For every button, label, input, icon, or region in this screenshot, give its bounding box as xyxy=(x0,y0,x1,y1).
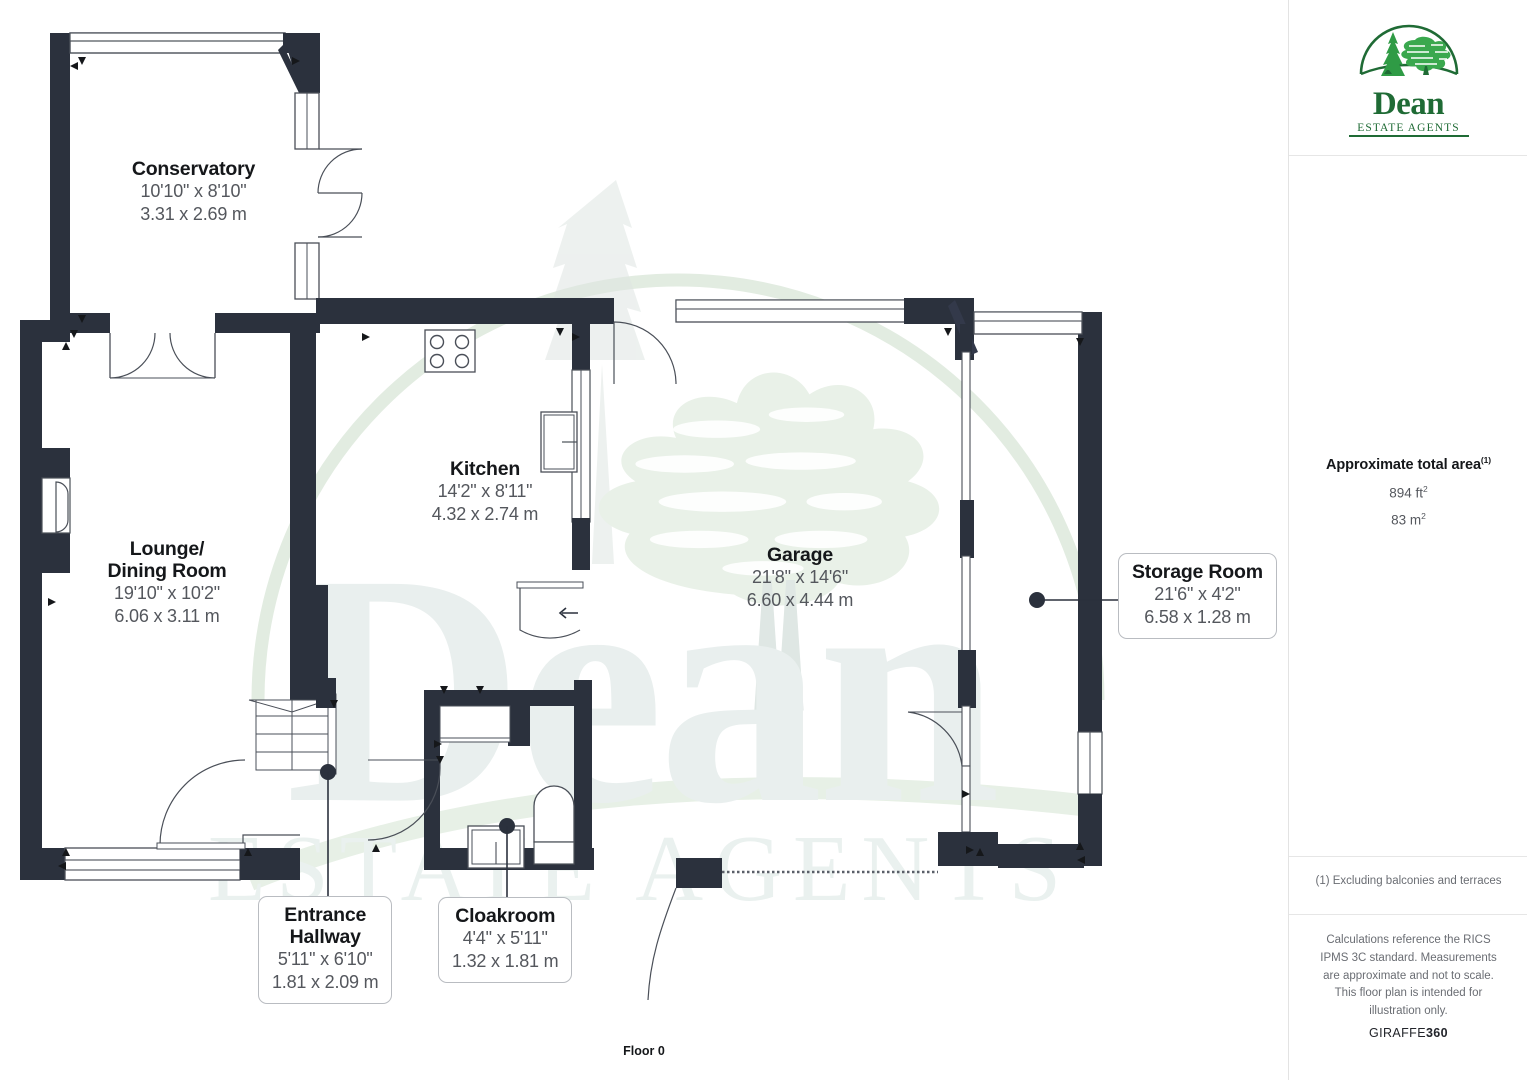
tree-logo-icon xyxy=(1359,25,1458,77)
toilet-icon xyxy=(533,785,575,865)
logo-wordmark: Dean xyxy=(1372,86,1445,123)
provider-name: GIRAFFE360 xyxy=(1289,1026,1527,1040)
sidebar-divider-2 xyxy=(1289,856,1527,857)
staircase-icon xyxy=(248,699,329,771)
disclaimer-block: Calculations reference the RICS IPMS 3C … xyxy=(1289,932,1527,1021)
total-area-sqft-unit-sup: 2 xyxy=(1423,483,1428,494)
radiator-icon xyxy=(55,481,69,533)
sink-icon xyxy=(467,825,525,869)
info-sidebar: Dean ESTATE AGENTS Approximate total are… xyxy=(1288,0,1527,1080)
total-area-sqft-value: 894 ft xyxy=(1389,485,1424,501)
provider-credit: GIRAFFE360 xyxy=(1289,1026,1527,1040)
hob-icon xyxy=(424,329,476,373)
total-area-sqm-value: 83 m xyxy=(1391,512,1422,528)
total-area-label: Approximate total area xyxy=(1325,456,1481,473)
logo-subtitle: ESTATE AGENTS xyxy=(1348,122,1469,137)
floor-plan-canvas[interactable]: Dean ESTATE AGENTS xyxy=(0,0,1288,1080)
total-area-footnote-marker: (1) xyxy=(1480,455,1492,465)
plan-geometry xyxy=(20,32,1118,1001)
provider-label: GIRAFFE xyxy=(1368,1026,1426,1040)
disclaimer-text: Calculations reference the RICS IPMS 3C … xyxy=(1320,934,1497,1018)
sidebar-divider-1 xyxy=(1289,155,1527,156)
footnote-text: (1) Excluding balconies and terraces xyxy=(1315,875,1502,887)
brand-logo: Dean ESTATE AGENTS xyxy=(1289,0,1527,155)
footnote-block: (1) Excluding balconies and terraces xyxy=(1289,873,1527,890)
floor-caption: Floor 0 xyxy=(623,1044,665,1058)
total-area-block: Approximate total area(1) 894 ft2 83 m2 xyxy=(1289,455,1527,528)
floor-plan-drawing: Dean ESTATE AGENTS xyxy=(20,32,1118,1001)
total-area-sqm-unit-sup: 2 xyxy=(1421,511,1426,522)
watermark-wordmark: Dean xyxy=(285,507,997,872)
total-area-title: Approximate total area(1) xyxy=(1289,455,1527,473)
provider-suffix: 360 xyxy=(1425,1026,1449,1040)
total-area-sqm: 83 m2 xyxy=(1289,511,1527,528)
sidebar-divider-3 xyxy=(1289,914,1527,915)
total-area-sqft: 894 ft2 xyxy=(1289,484,1527,501)
